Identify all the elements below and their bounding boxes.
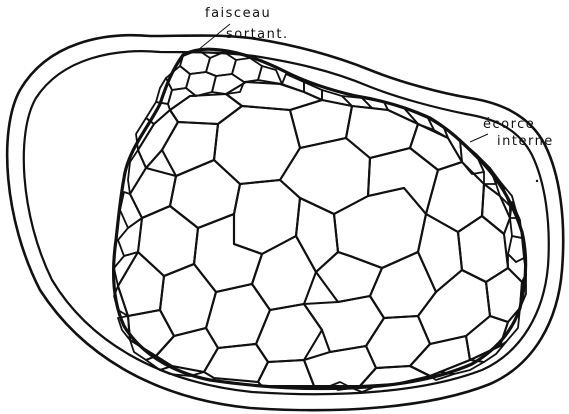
inner-cortex-label: écorce interne xyxy=(470,117,554,149)
outgoing-bundle-label-line1: faisceau xyxy=(205,6,271,21)
outer-cortex-outline xyxy=(7,35,563,410)
inner-cortex-label-line1: écorce xyxy=(483,117,535,132)
inner-cortex-outline xyxy=(24,51,549,394)
outgoing-bundle-label-line2: sortant. xyxy=(226,27,289,42)
inner-cortex-label-line2: interne xyxy=(497,134,554,149)
inner-cortex-leader-line xyxy=(470,134,488,142)
parenchyma-cells xyxy=(118,82,522,386)
stray-dot xyxy=(536,180,538,182)
